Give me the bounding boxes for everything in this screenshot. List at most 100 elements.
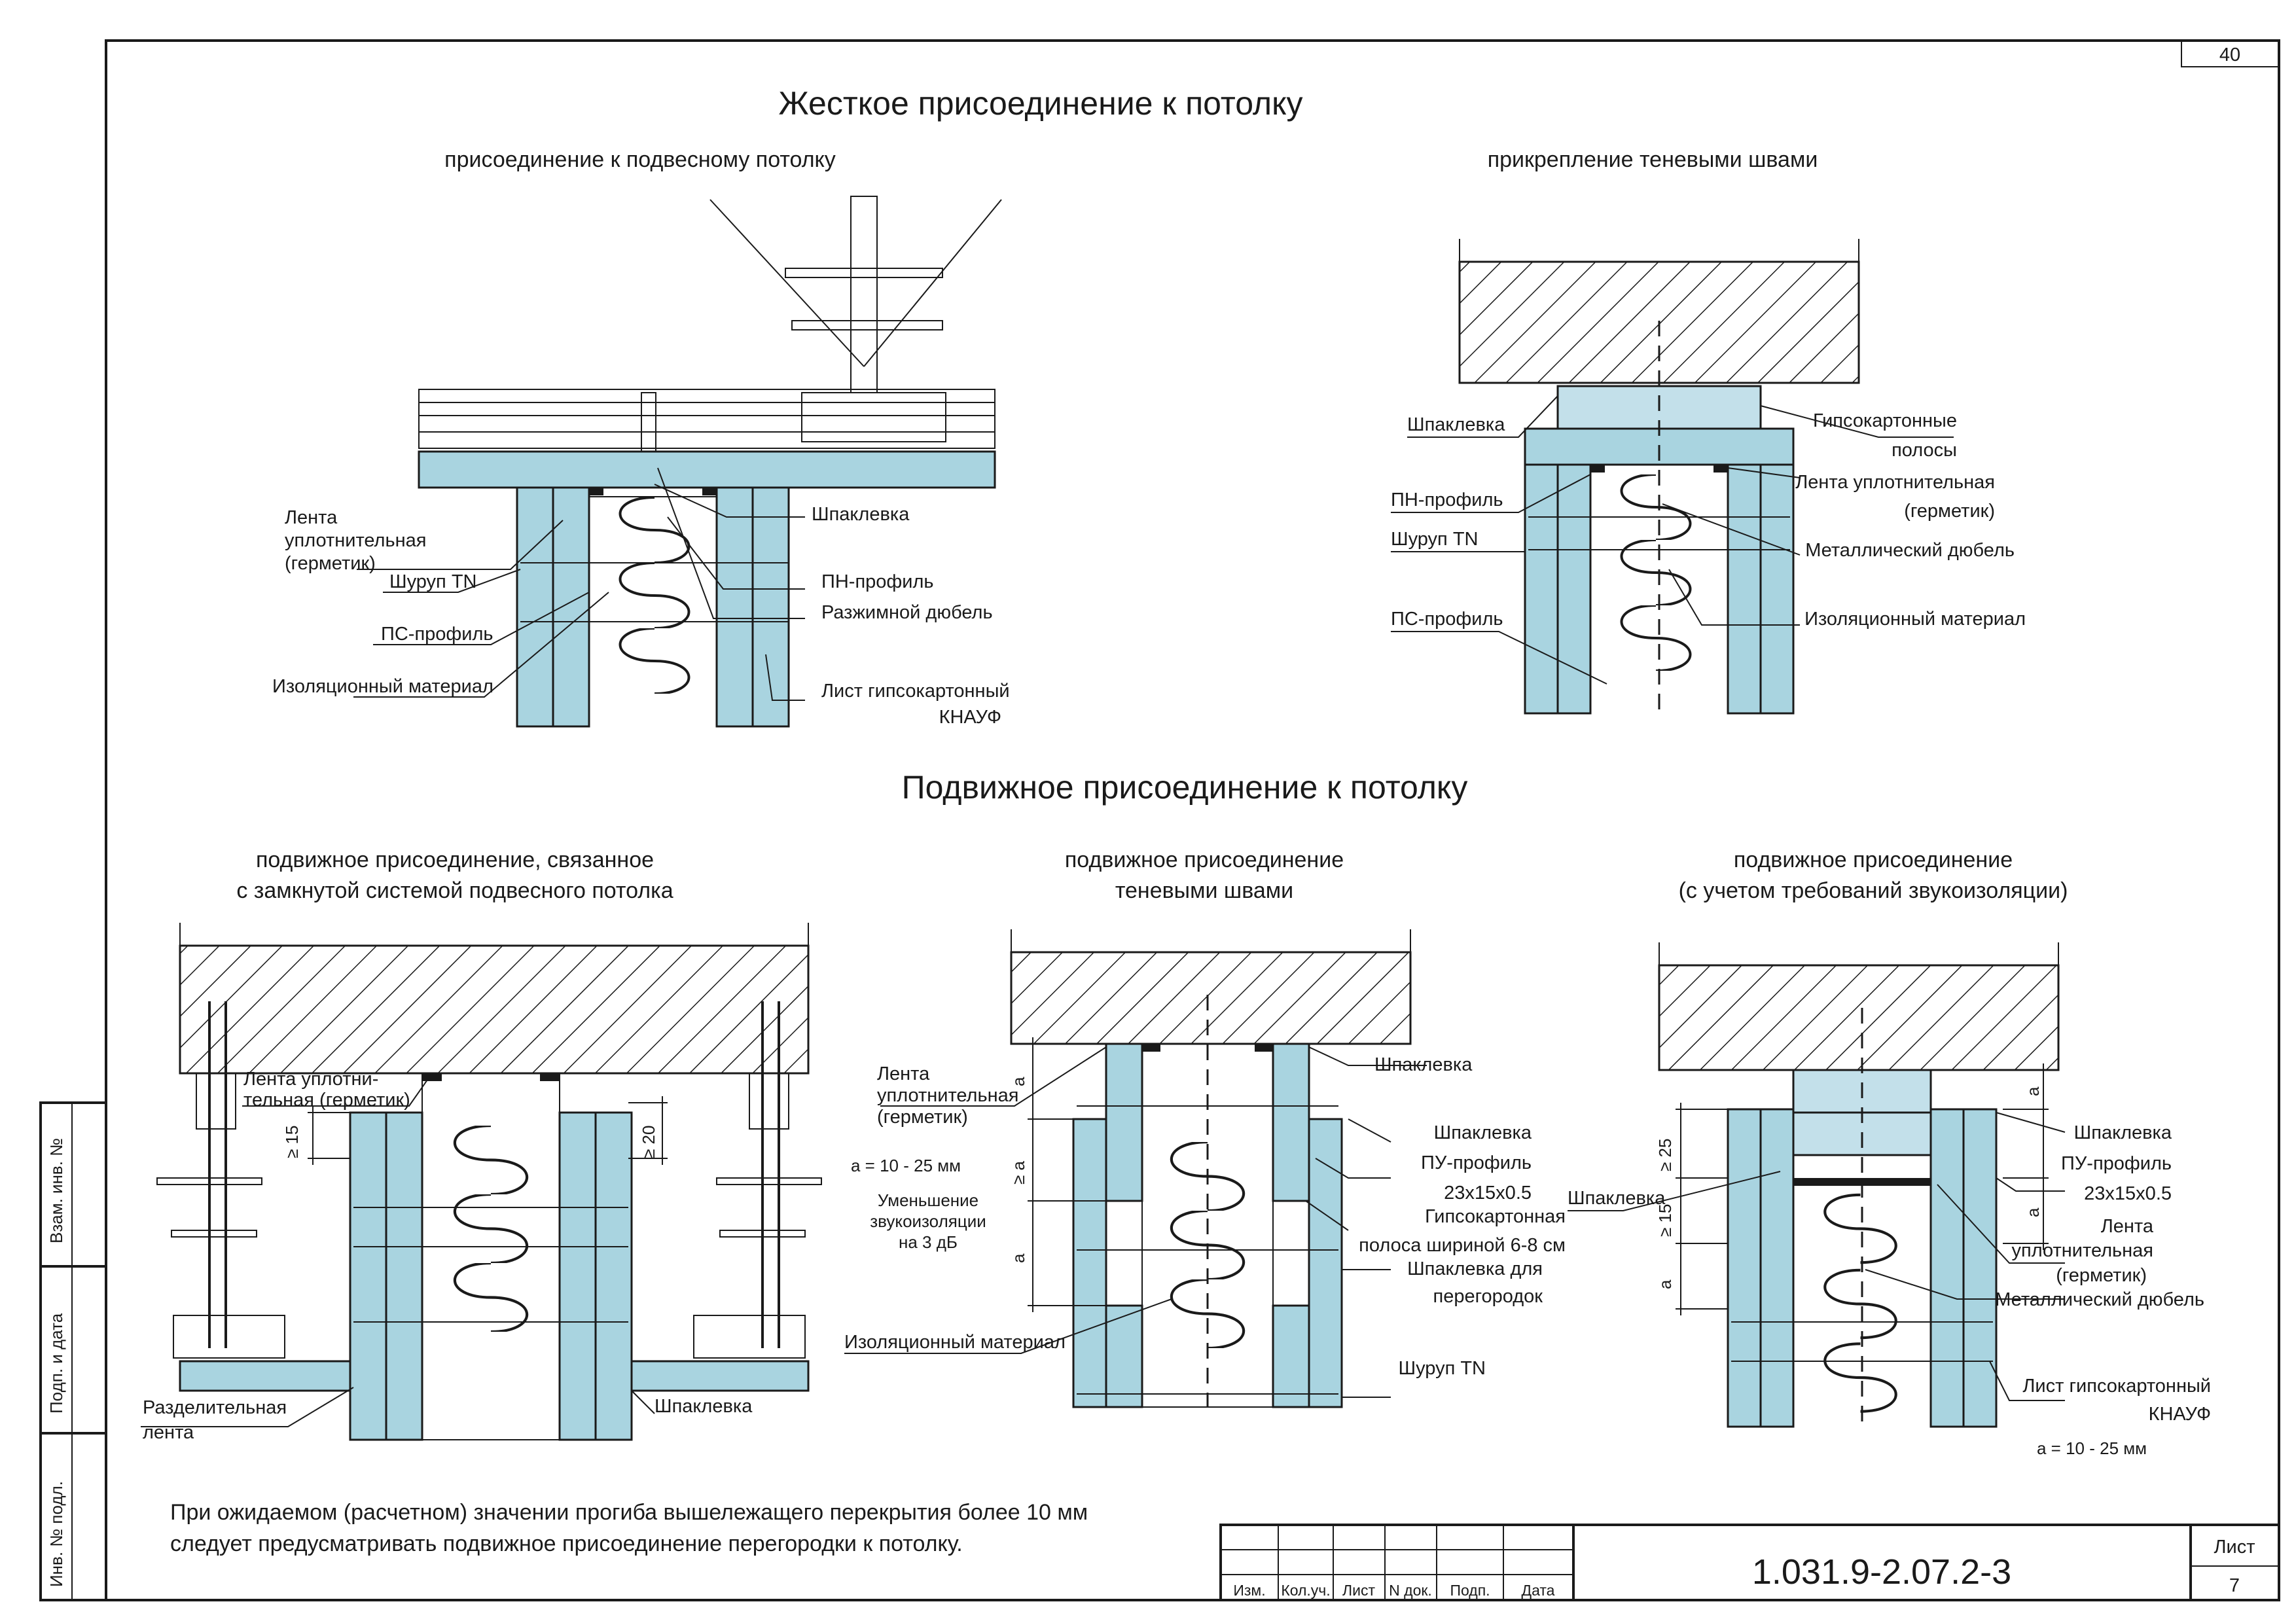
d4-label-putty: Шпаклевка bbox=[1374, 1054, 1473, 1075]
d5-label-tape-3: (герметик) bbox=[2056, 1265, 2147, 1286]
d4-label-tape-1: Лента bbox=[877, 1063, 930, 1084]
d5-label-tape-1: Лента bbox=[2101, 1216, 2154, 1237]
d1-insulation bbox=[619, 497, 691, 694]
d5-dim-15: ≥ 15 bbox=[1655, 1204, 1675, 1237]
diagram-shadow-joints: прикрепление теневыми швами Шпаклевка ПН… bbox=[1391, 147, 2026, 715]
side-stamp: Взам. инв. № Подп. и дата Инв. № подл. bbox=[39, 1101, 107, 1601]
rigid-section-title: Жесткое присоединение к потолку bbox=[778, 85, 1302, 122]
stamp-col-sheet: Лист bbox=[1342, 1582, 1375, 1599]
d5-label-dowel: Металлический дюбель bbox=[1995, 1289, 2204, 1310]
d5-dim-a-1: a bbox=[1655, 1279, 1675, 1289]
d2-label-ps-profile: ПС-профиль bbox=[1391, 609, 1503, 630]
d1-label-insulation: Изоляционный материал bbox=[272, 676, 493, 697]
d4-label-putty-partition-2: перегородок bbox=[1433, 1286, 1543, 1307]
d3-label-tape-1: Лента уплотни- bbox=[243, 1069, 378, 1090]
d3-insulation bbox=[455, 1126, 527, 1332]
d4-label-insulation: Изоляционный материал bbox=[844, 1332, 1066, 1353]
d4-label-strip-1: Гипсокартонная bbox=[1425, 1206, 1566, 1227]
d5-label-tape-2: уплотнительная bbox=[2012, 1240, 2153, 1261]
d3-title-2: с замкнутой системой подвесного потолка bbox=[236, 878, 673, 903]
d1-title: присоединение к подвесному потолку bbox=[444, 147, 836, 172]
d2-label-strips-1: Гипсокартонные bbox=[1813, 410, 1957, 431]
d5-title-1: подвижное присоединение bbox=[1734, 847, 2013, 872]
d5-title-2: (с учетом требований звукоизоляции) bbox=[1679, 878, 2068, 903]
diagram-sound-insulation: подвижное присоединение (с учетом требов… bbox=[1568, 847, 2211, 1458]
d1-label-ps-profile: ПС-профиль bbox=[381, 624, 493, 645]
top-number: 40 bbox=[2219, 45, 2240, 65]
d5-label-pu-profile: ПУ-профиль bbox=[2061, 1153, 2172, 1174]
d3-label-separation-2: лента bbox=[143, 1422, 194, 1443]
diagram-movable-shadow-joints: подвижное присоединение теневыми швами a… bbox=[844, 847, 1566, 1408]
d3-hanger-right bbox=[693, 1001, 822, 1359]
d4-label-reduction-2: звукоизоляции bbox=[870, 1211, 986, 1231]
d5-dim-a-2: a bbox=[2023, 1086, 2043, 1096]
diagram-suspended-ceiling: присоединение к подвесному потолку bbox=[272, 147, 1010, 728]
movable-section-title: Подвижное присоединение к потолку bbox=[902, 769, 1468, 806]
side-stamp-inv: Инв. № подл. bbox=[46, 1481, 66, 1587]
d1-label-sheet-1: Лист гипсокартонный bbox=[821, 681, 1010, 702]
d3-label-tape-2: тельная (герметик) bbox=[243, 1090, 410, 1111]
d2-label-putty: Шпаклевка bbox=[1407, 414, 1505, 435]
d3-label-putty: Шпаклевка bbox=[655, 1396, 753, 1417]
d5-label-pu-size: 23x15x0.5 bbox=[2084, 1183, 2172, 1204]
d5-dim-25: ≥ 25 bbox=[1655, 1139, 1675, 1171]
document-code: 1.031.9-2.07.2-3 bbox=[1752, 1552, 2011, 1592]
d4-label-tape-3: (герметик) bbox=[877, 1107, 968, 1128]
d4-dim-ge-a: ≥ a bbox=[1009, 1161, 1028, 1185]
d5-label-putty-left: Шпаклевка bbox=[1568, 1188, 1666, 1209]
d3-label-separation-1: Разделительная bbox=[143, 1397, 287, 1418]
stamp-col-sign: Подп. bbox=[1450, 1582, 1490, 1599]
d2-label-insulation: Изоляционный материал bbox=[1804, 609, 2026, 630]
d2-insulation bbox=[1620, 474, 1692, 671]
d4-label-reduction-1: Уменьшение bbox=[878, 1190, 978, 1210]
d3-dim-20: ≥ 20 bbox=[639, 1126, 658, 1158]
d5-label-sheet-1: Лист гипсокартонный bbox=[2022, 1376, 2211, 1397]
d2-label-dowel: Металлический дюбель bbox=[1805, 540, 2015, 561]
d4-title-2: теневыми швами bbox=[1115, 878, 1293, 903]
d4-label-pu-profile: ПУ-профиль bbox=[1421, 1152, 1532, 1173]
d4-label-putty-partition-1: Шпаклевка для bbox=[1407, 1258, 1543, 1279]
d1-label-dowel: Разжимной дюбель bbox=[821, 602, 993, 623]
d3-hanger-left bbox=[156, 1001, 285, 1359]
top-number-box bbox=[2181, 40, 2280, 67]
d5-label-putty: Шпаклевка bbox=[2074, 1122, 2172, 1143]
d4-dim-a-2: a bbox=[1009, 1253, 1028, 1263]
d1-label-screw: Шуруп TN bbox=[389, 571, 476, 592]
d5-label-sheet-2: КНАУФ bbox=[2149, 1404, 2211, 1425]
note-line-1: При ожидаемом (расчетном) значении проги… bbox=[170, 1500, 1088, 1525]
d4-label-strip-2: полоса шириной 6-8 см bbox=[1359, 1235, 1566, 1256]
d1-label-pn-profile: ПН-профиль bbox=[821, 571, 934, 592]
stamp-col-date: Дата bbox=[1522, 1582, 1555, 1599]
stamp-col-doc: N док. bbox=[1389, 1582, 1432, 1599]
sheet-frame bbox=[105, 39, 2280, 1601]
d5-insulation bbox=[1825, 1195, 1896, 1412]
d2-label-strips-2: полосы bbox=[1892, 440, 1957, 461]
page-number: 7 bbox=[2229, 1575, 2240, 1596]
d2-label-screw: Шуруп TN bbox=[1391, 529, 1478, 550]
title-block: Изм. Кол.уч. Лист N док. Подп. Дата 1.03… bbox=[1219, 1524, 2280, 1601]
d1-label-tape-1: Лента bbox=[285, 507, 338, 528]
d4-label-putty-2: Шпаклевка bbox=[1434, 1122, 1532, 1143]
d4-label-a-range: a = 10 - 25 мм bbox=[851, 1156, 961, 1175]
d1-label-tape-2: уплотнительная bbox=[285, 530, 426, 551]
note-line-2: следует предусматривать подвижное присое… bbox=[170, 1531, 963, 1556]
stamp-col-count: Кол.уч. bbox=[1281, 1582, 1330, 1599]
d3-title-1: подвижное присоединение, связанное bbox=[256, 847, 654, 872]
d1-label-sheet-2: КНАУФ bbox=[939, 707, 1001, 728]
d2-label-tape-2: (герметик) bbox=[1904, 501, 1995, 522]
d4-title-1: подвижное присоединение bbox=[1065, 847, 1344, 872]
d4-label-pu-size: 23x15x0.5 bbox=[1444, 1183, 1532, 1204]
d1-label-putty: Шпаклевка bbox=[812, 504, 910, 525]
d2-label-pn-profile: ПН-профиль bbox=[1391, 490, 1503, 510]
d4-dim-a-1: a bbox=[1009, 1077, 1028, 1086]
page-label: Лист bbox=[2214, 1537, 2255, 1558]
d3-dim-15: ≥ 15 bbox=[282, 1126, 302, 1158]
d2-label-tape-1: Лента уплотнительная bbox=[1795, 472, 1995, 493]
side-stamp-replace: Взам. инв. № bbox=[46, 1138, 66, 1243]
d4-label-reduction-3: на 3 дБ bbox=[899, 1232, 958, 1252]
stamp-col-change: Изм. bbox=[1233, 1582, 1265, 1599]
d4-label-tape-2: уплотнительная bbox=[877, 1085, 1018, 1106]
diagram-closed-ceiling-system: подвижное присоединение, связанное с зам… bbox=[141, 847, 822, 1443]
side-stamp-sign: Подп. и дата bbox=[46, 1313, 66, 1414]
